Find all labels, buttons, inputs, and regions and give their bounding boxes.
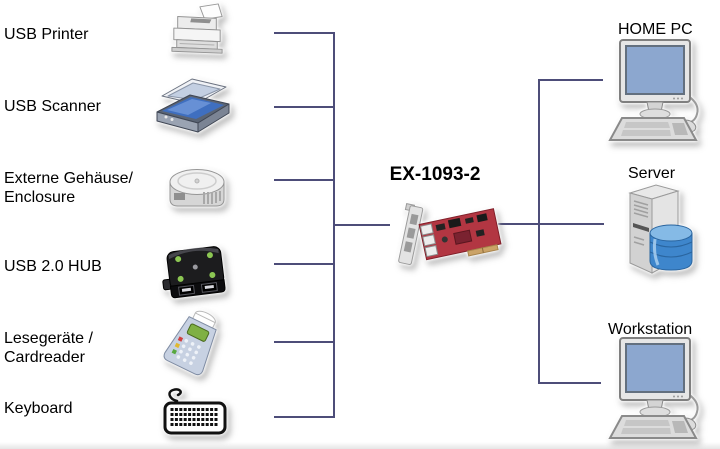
- printer-icon-wrap: [166, 2, 228, 58]
- label-text: Keyboard: [4, 400, 73, 417]
- label-usb-scanner: USB Scanner: [4, 97, 101, 116]
- label-text: Externe Gehäuse/: [4, 170, 133, 187]
- server-icon: [628, 184, 693, 274]
- label-text: USB 2.0 HUB: [4, 258, 102, 275]
- label-text: Lesegeräte /: [4, 330, 93, 347]
- label-workstation: Workstation: [608, 320, 692, 339]
- desktop-pc-icon: [608, 39, 699, 141]
- bottom-edge-shade: [0, 442, 720, 449]
- label-text: Cardreader: [4, 349, 85, 366]
- label-text: Workstation: [608, 321, 693, 338]
- cardreader-icon-wrap: [156, 307, 230, 379]
- hdd-enclosure-icon-wrap: [164, 164, 230, 218]
- card-model-label: EX-1093-2: [389, 164, 481, 185]
- keyboard-icon-wrap: [162, 385, 228, 437]
- pci-usb-card-icon-wrap: [376, 192, 510, 272]
- desktop-pc-icon-wrap: [608, 38, 702, 142]
- label-usb-printer: USB Printer: [4, 25, 88, 44]
- label-usb-hub: USB 2.0 HUB: [4, 257, 102, 276]
- label-home-pc: HOME PC: [618, 20, 693, 39]
- label-text: HOME PC: [618, 21, 693, 38]
- server-icon-wrap: [610, 181, 700, 280]
- keyboard-icon: [163, 388, 227, 435]
- label-text: Enclosure: [4, 189, 76, 206]
- workstation-icon: [608, 337, 699, 439]
- label-cardreader: Lesegeräte / Cardreader: [4, 329, 93, 367]
- label-text: USB Printer: [4, 26, 89, 43]
- label-server: Server: [628, 164, 675, 183]
- usb-hub-icon: [162, 246, 226, 299]
- label-externe-gehaeuse: Externe Gehäuse/ Enclosure: [4, 169, 133, 207]
- hdd-enclosure-icon: [169, 169, 225, 207]
- scanner-icon: [156, 78, 230, 133]
- pci-usb-card-icon: [398, 203, 502, 265]
- cardreader-icon: [163, 310, 217, 376]
- label-text: USB Scanner: [4, 98, 101, 115]
- label-text: Server: [628, 165, 676, 182]
- workstation-icon-wrap: [608, 336, 702, 440]
- printer-icon: [171, 3, 223, 54]
- scanner-icon-wrap: [154, 74, 232, 140]
- label-keyboard: Keyboard: [4, 399, 73, 418]
- usb-hub-icon-wrap: [158, 243, 234, 303]
